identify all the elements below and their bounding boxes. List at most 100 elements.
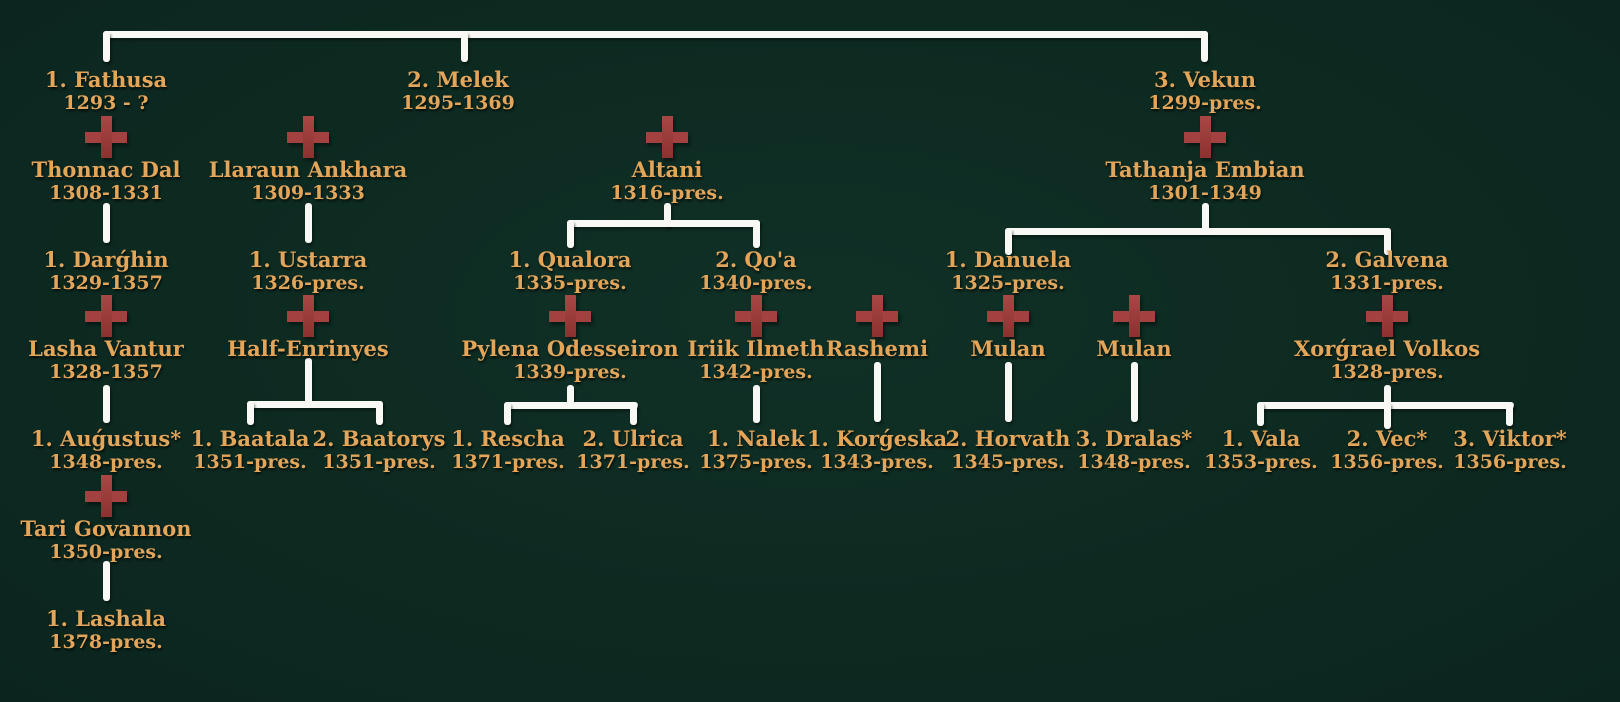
person-mulan-2: Mulan	[1096, 337, 1171, 360]
tathanja-bracket-drop-danuela	[1005, 228, 1012, 255]
person-name: Pylena Odesseiron	[461, 336, 679, 361]
person-tathanja-embian: Tathanja Embian 1301-1349	[1105, 158, 1304, 204]
half-enrinyes-bracket-horizontal	[247, 401, 383, 408]
marriage-cross-icon	[646, 116, 688, 158]
person-name: 1. Fathusa	[44, 67, 168, 92]
person-name: 1. Qualora	[508, 247, 632, 272]
xorgrael-bracket-drop-viktor	[1506, 402, 1513, 426]
person-tari-govannon: Tari Govannon 1350-pres.	[20, 517, 191, 563]
person-korgeska: 1. Korǵeska 1343-pres.	[807, 427, 947, 473]
person-name: Mulan	[970, 336, 1046, 361]
half-enrinyes-bracket-stem	[305, 358, 312, 404]
marriage-cross-icon	[1366, 295, 1408, 337]
person-llaraun-ankhara: Llaraun Ankhara 1309-1333	[209, 158, 408, 204]
marriage-cross-icon	[549, 295, 591, 337]
line-llaraun-to-ustarra	[305, 203, 312, 243]
person-augustus: 1. Auǵustus* 1348-pres.	[31, 427, 181, 473]
pylena-bracket-stem	[567, 385, 574, 405]
person-half-enrinyes: Half-Enrinyes	[227, 337, 388, 360]
marriage-cross-icon	[987, 295, 1029, 337]
person-dates: 1308-1331	[49, 182, 163, 204]
person-name: Rashemi	[825, 336, 929, 361]
marriage-cross-icon	[1113, 295, 1155, 337]
person-name: Thonnac Dal	[31, 157, 181, 182]
top-bracket-drop-vekun	[1201, 31, 1208, 62]
person-name: 3. Viktor*	[1453, 426, 1567, 451]
person-dates: 1299-pres.	[1148, 92, 1262, 114]
line-rashemi-to-korgeska	[874, 362, 881, 422]
half-enrinyes-bracket-drop-baatorys	[376, 401, 383, 425]
tathanja-bracket-horizontal	[1005, 228, 1391, 235]
person-xorgrael-volkos: Xorǵrael Volkos 1328-pres.	[1294, 337, 1480, 383]
person-dates: 1301-1349	[1148, 182, 1262, 204]
xorgrael-bracket-stem	[1384, 385, 1391, 405]
top-bracket-drop-fathusa	[103, 31, 110, 62]
person-darghin: 1. Darǵhin 1329-1357	[43, 248, 168, 294]
person-dates: 1371-pres.	[576, 451, 690, 473]
marriage-cross-icon	[1184, 116, 1226, 158]
person-name: Iriik Ilmeth	[687, 336, 825, 361]
person-dates: 1343-pres.	[820, 451, 934, 473]
altani-bracket-drop-qualora	[567, 220, 574, 248]
person-name: 2. Melek	[407, 67, 509, 92]
person-nalek: 1. Nalek 1375-pres.	[699, 427, 812, 473]
person-name: 2. Ulrica	[582, 426, 684, 451]
person-ustarra: 1. Ustarra 1326-pres.	[249, 248, 367, 294]
person-dates: 1348-pres.	[49, 451, 163, 473]
person-rescha: 1. Rescha 1371-pres.	[451, 427, 565, 473]
person-dates: 1342-pres.	[699, 361, 813, 383]
person-lashala: 1. Lashala 1378-pres.	[46, 607, 166, 653]
line-thonnac-to-darghin	[103, 203, 110, 243]
person-dates: 1328-pres.	[1330, 361, 1444, 383]
marriage-cross-icon	[85, 116, 127, 158]
person-name: 1. Baatala	[190, 426, 310, 451]
person-vekun: 3. Vekun 1299-pres.	[1148, 68, 1261, 114]
marriage-cross-icon	[85, 475, 127, 517]
altani-bracket-stem	[664, 203, 671, 227]
person-rashemi: Rashemi	[826, 337, 928, 360]
line-mulan1-to-horvath	[1005, 362, 1012, 422]
person-dates: 1309-1333	[251, 182, 365, 204]
marriage-cross-icon	[287, 116, 329, 158]
person-name: Tathanja Embian	[1105, 157, 1305, 182]
person-name: 2. Galvena	[1325, 247, 1449, 272]
tathanja-bracket-stem	[1202, 203, 1209, 233]
person-ulrica: 2. Ulrica 1371-pres.	[576, 427, 689, 473]
person-name: Llaraun Ankhara	[208, 157, 408, 182]
person-galvena: 2. Galvena 1331-pres.	[1325, 248, 1448, 294]
person-fathusa: 1. Fathusa 1293 - ?	[45, 68, 167, 114]
person-vec: 2. Vec* 1356-pres.	[1330, 427, 1443, 473]
person-dralas: 3. Dralas* 1348-pres.	[1076, 427, 1193, 473]
top-bracket-horizontal	[103, 31, 1208, 38]
line-lasha-to-augustus	[103, 385, 110, 423]
person-name: 3. Vekun	[1153, 67, 1257, 92]
person-name: 2. Horvath	[945, 426, 1071, 451]
person-dates: 1378-pres.	[49, 631, 163, 653]
person-dates: 1353-pres.	[1204, 451, 1318, 473]
person-name: 2. Baatorys	[312, 426, 446, 451]
person-name: 1. Ustarra	[248, 247, 368, 272]
person-dates: 1350-pres.	[49, 541, 163, 563]
person-name: Tari Govannon	[20, 516, 192, 541]
person-dates: 1356-pres.	[1330, 451, 1444, 473]
marriage-cross-icon	[85, 295, 127, 337]
person-name: 1. Darǵhin	[43, 247, 169, 272]
person-dates: 1329-1357	[49, 272, 163, 294]
line-iriik-to-nalek	[753, 385, 760, 423]
person-dates: 1371-pres.	[451, 451, 565, 473]
person-qualora: 1. Qualora 1335-pres.	[508, 248, 631, 294]
person-dates: 1351-pres.	[322, 451, 436, 473]
person-name: 1. Lashala	[46, 606, 166, 631]
pylena-bracket-drop-rescha	[504, 402, 511, 425]
person-baatala: 1. Baatala 1351-pres.	[190, 427, 309, 473]
person-dates: 1335-pres.	[513, 272, 627, 294]
xorgrael-bracket-drop-vala	[1257, 402, 1264, 426]
person-dates: 1331-pres.	[1330, 272, 1444, 294]
person-dates: 1339-pres.	[513, 361, 627, 383]
top-bracket-drop-melek	[461, 31, 468, 62]
marriage-cross-icon	[287, 295, 329, 337]
person-mulan-1: Mulan	[970, 337, 1045, 360]
person-dates: 1345-pres.	[951, 451, 1065, 473]
person-viktor: 3. Viktor* 1356-pres.	[1453, 427, 1566, 473]
